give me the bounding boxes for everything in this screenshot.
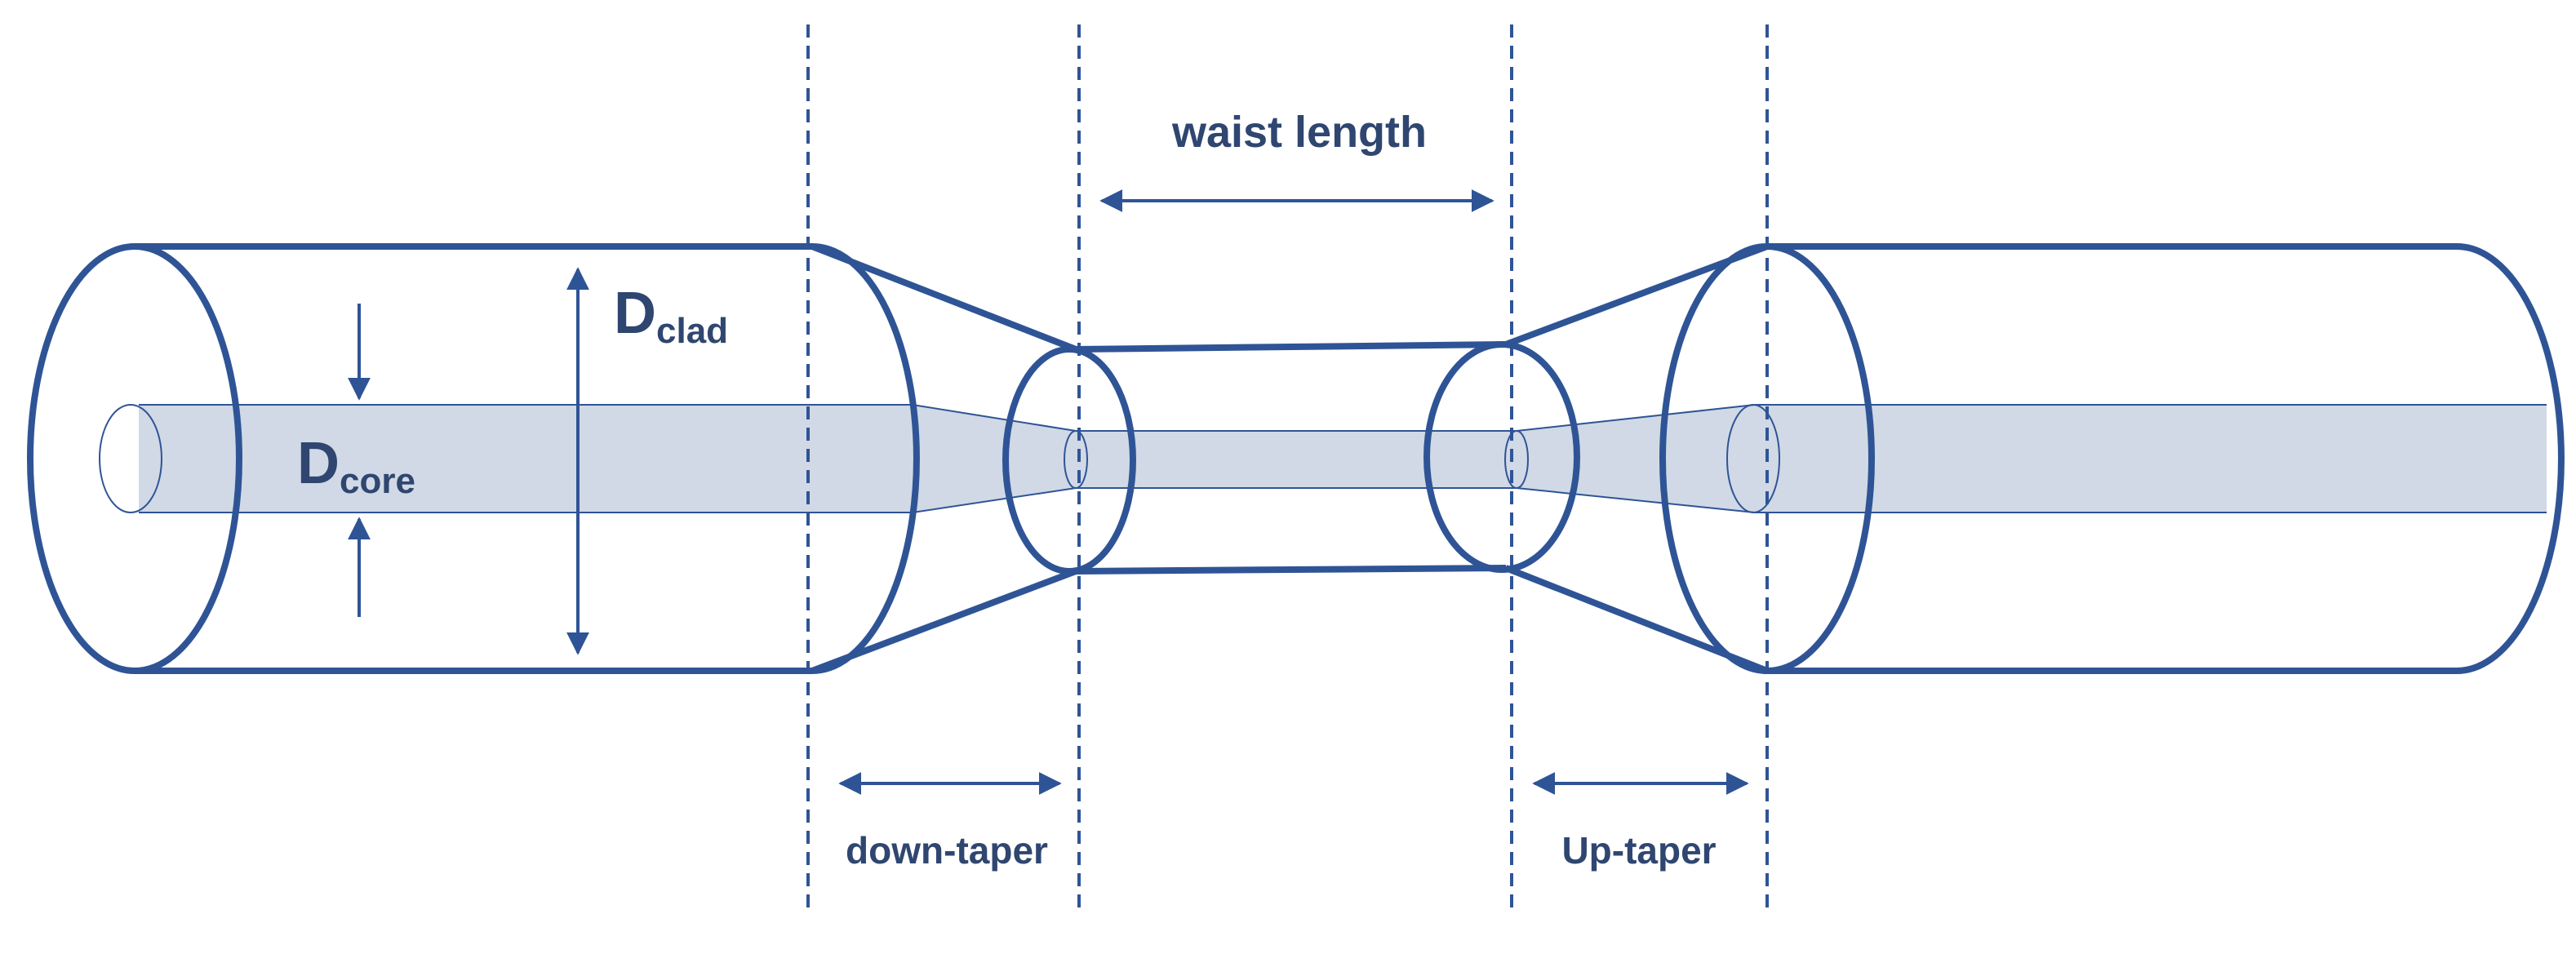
d-clad-label: Dclad xyxy=(614,281,728,351)
core-line-taper-down-bottom xyxy=(912,487,1077,513)
core-end-left xyxy=(99,404,162,513)
waist-length-label: waist length xyxy=(1171,108,1427,157)
core-end-right xyxy=(1726,404,1780,513)
clad-waist-bottom xyxy=(1075,565,1507,575)
clad-taper-down-bottom xyxy=(811,568,1077,674)
up-taper-label: Up-taper xyxy=(1561,829,1716,872)
d-clad-label-main: D xyxy=(614,281,656,346)
labels: waist length Dclad Dcore down-taper Up-t… xyxy=(297,108,1717,872)
core-line-taper-down-top xyxy=(912,404,1077,432)
clad-left-front-arc xyxy=(811,243,920,674)
clad-right-end-arc xyxy=(2456,243,2565,674)
core-band-right xyxy=(1755,405,2547,512)
clad-section-up xyxy=(1423,341,1580,573)
core-line-taper-up-bottom xyxy=(1516,487,1756,513)
core-band-left xyxy=(139,405,913,512)
core-section-down xyxy=(1064,430,1088,489)
down-taper-label: down-taper xyxy=(846,829,1048,872)
fiber-core xyxy=(139,405,2547,512)
core-taper-up xyxy=(1517,405,1755,512)
core-band-waist xyxy=(1076,431,1517,488)
clad-taper-down-top xyxy=(811,243,1077,353)
clad-section-down xyxy=(1002,346,1136,575)
cladding-outline xyxy=(27,243,2565,674)
d-core-label-sub: core xyxy=(340,461,415,501)
core-outline-lines xyxy=(99,404,2547,513)
core-taper-down xyxy=(913,405,1076,512)
dimension-arrows xyxy=(348,189,1749,795)
d-core-label-main: D xyxy=(297,431,340,496)
core-section-up xyxy=(1504,430,1529,489)
core-line-taper-up-top xyxy=(1516,404,1756,432)
d-core-label: Dcore xyxy=(297,431,415,501)
d-clad-label-sub: clad xyxy=(656,311,728,351)
clad-waist-top xyxy=(1075,341,1507,353)
